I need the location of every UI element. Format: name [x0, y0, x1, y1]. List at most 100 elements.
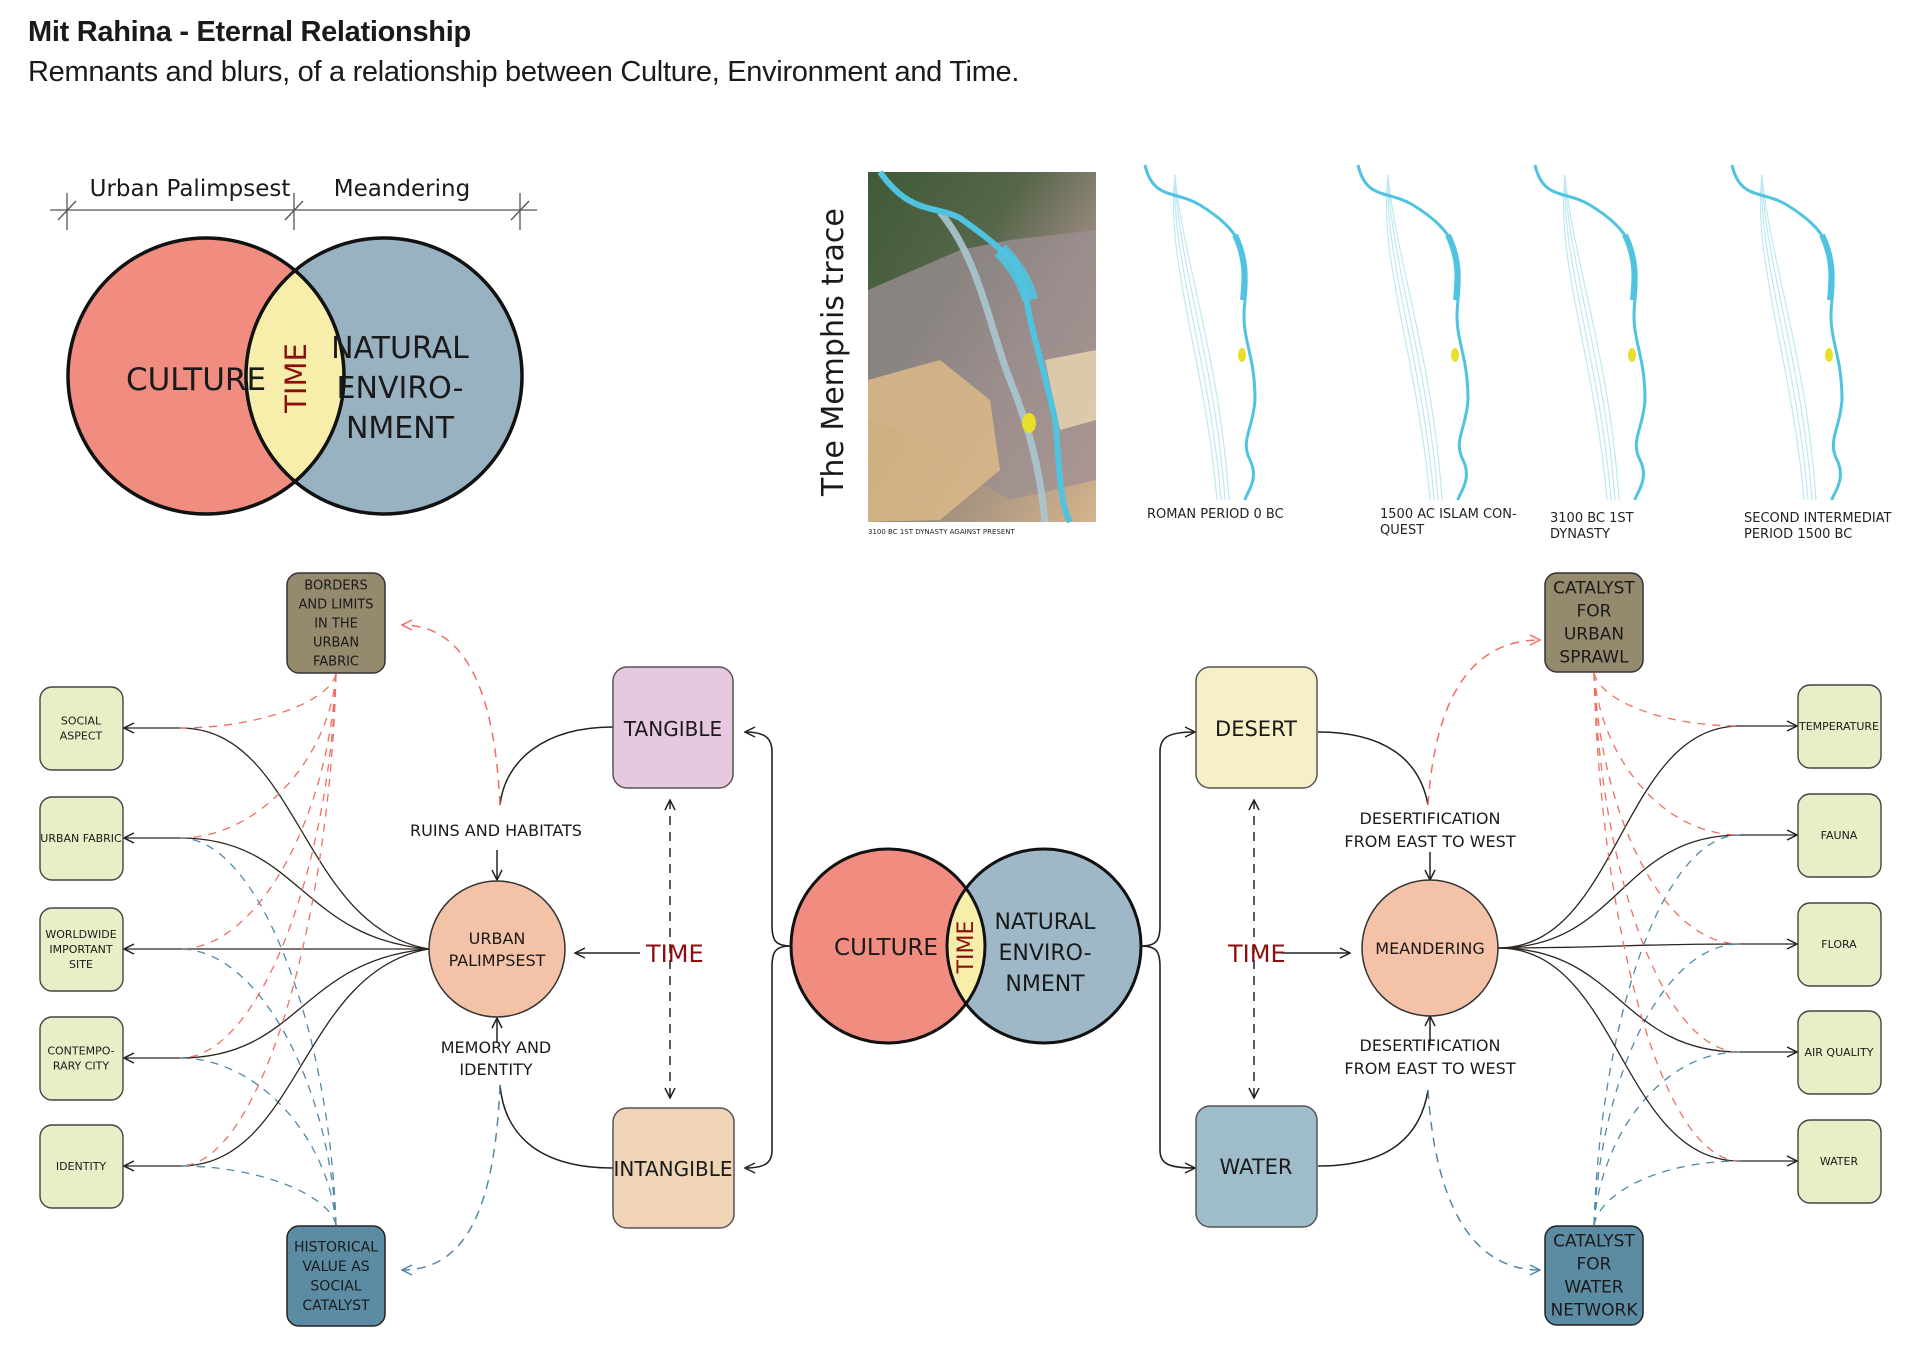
water-network-label-line-2: FOR: [1577, 1254, 1612, 1274]
center-culture-label: CULTURE: [834, 935, 938, 961]
ruins-label: RUINS AND HABITATS: [410, 821, 582, 840]
borders-label-line-1: BORDERS: [304, 579, 367, 594]
desert-node[interactable]: DESERT: [1195, 666, 1318, 789]
borders-label-line-2: AND LIMITS: [298, 598, 373, 613]
left-fan-line: [124, 728, 430, 950]
dimension-label-meandering: Meandering: [334, 176, 470, 202]
water-network-label-line-4: NETWORK: [1551, 1300, 1639, 1320]
right-output-node[interactable]: AIR QUALITY: [1797, 1010, 1882, 1095]
left-output-label-line-1: URBAN FABRIC: [40, 832, 122, 845]
river-map-caption: QUEST: [1380, 523, 1424, 538]
left-blue-dashed-line: [179, 1057, 337, 1226]
memphis-site-marker: [1825, 348, 1833, 362]
right-blue-dashed-line: [1593, 943, 1741, 1226]
center-nature-line-3: NMENT: [1005, 972, 1085, 997]
right-red-dashed-line: [1593, 672, 1741, 727]
left-output-label-line-2: ASPECT: [60, 729, 103, 742]
right-red-dashed-line: [1593, 672, 1741, 1162]
borders-label-line-4: URBAN: [313, 636, 359, 651]
urban-palimpsest-hub[interactable]: URBAN PALIMPSEST: [428, 880, 566, 1018]
borders-label-line-5: FABRIC: [313, 655, 359, 670]
left-output-node[interactable]: SOCIAL ASPECT: [39, 686, 124, 771]
desertification-top-line-2: FROM EAST TO WEST: [1344, 832, 1515, 851]
historical-label-line-4: CATALYST: [302, 1298, 370, 1314]
tangible-label: TANGIBLE: [623, 717, 722, 741]
memory-label-line-2: IDENTITY: [459, 1060, 532, 1079]
left-output-node[interactable]: IDENTITY: [39, 1124, 124, 1209]
right-output-label-line-1: WATER: [1820, 1155, 1859, 1168]
right-fan-line: [1497, 726, 1797, 949]
desertification-bottom-line-1: DESERTIFICATION: [1360, 1036, 1501, 1055]
center-venn: CULTURE TIME NATURAL ENVIRO- NMENT: [789, 847, 1143, 1045]
hub-label-line-1: URBAN: [469, 929, 526, 948]
intangible-node[interactable]: INTANGIBLE: [612, 1107, 735, 1229]
meandering-hub[interactable]: MEANDERING: [1361, 879, 1499, 1017]
tangible-node[interactable]: TANGIBLE: [612, 666, 734, 789]
river-map-caption: ROMAN PERIOD 0 BC: [1147, 507, 1284, 522]
historical-label-line-3: SOCIAL: [310, 1279, 361, 1295]
center-nature-circle: [947, 849, 1141, 1043]
right-fan-connectors: [1497, 672, 1797, 1226]
borders-label-line-3: IN THE: [314, 617, 358, 632]
right-red-dashed-line: [1593, 672, 1741, 1053]
left-output-node[interactable]: CONTEMPO- RARY CITY: [39, 1016, 124, 1101]
right-fan-line: [1497, 835, 1797, 949]
page-title: Mit Rahina - Eternal Relationship: [28, 16, 471, 48]
dimension-label-urban-palimpsest: Urban Palimpsest: [90, 176, 291, 202]
top-venn: Urban Palimpsest Meandering CULTURE TIME…: [50, 176, 537, 516]
right-blue-dashed-line: [1593, 1160, 1741, 1226]
left-fan-line: [124, 838, 430, 950]
memphis-site-marker: [1628, 348, 1636, 362]
right-output-node[interactable]: FLORA: [1797, 902, 1882, 987]
left-output-label-line-1: WORLDWIDE: [45, 928, 116, 941]
right-output-label-line-1: TEMPERATURE: [1798, 720, 1879, 733]
right-output-node[interactable]: WATER: [1797, 1119, 1882, 1204]
left-output-label-line-1: SOCIAL: [61, 714, 102, 727]
left-output-node[interactable]: URBAN FABRIC: [39, 796, 124, 881]
memphis-site-marker: [1451, 348, 1459, 362]
left-blue-dashed-line: [179, 948, 337, 1226]
desertification-bottom-line-2: FROM EAST TO WEST: [1344, 1059, 1515, 1078]
historical-label-line-1: HISTORICAL: [294, 1240, 378, 1256]
water-label: WATER: [1219, 1155, 1292, 1179]
left-fan-line: [124, 948, 430, 1166]
river-map: 1500 AC ISLAM CON-QUEST: [1356, 164, 1517, 538]
left-output-label-line-1: CONTEMPO-: [47, 1044, 114, 1057]
satellite-map: 3100 BC 1ST DYNASTY AGAINST PRESENT: [868, 170, 1096, 536]
water-node[interactable]: WATER: [1195, 1105, 1318, 1228]
left-output-label-line-2: RARY CITY: [53, 1059, 110, 1072]
nature-label-line-3: NMENT: [346, 411, 455, 446]
left-fan-line: [124, 948, 430, 1058]
right-output-node[interactable]: FAUNA: [1797, 793, 1882, 878]
memphis-site-marker: [1238, 348, 1246, 362]
time-label: TIME: [279, 343, 313, 414]
desert-label: DESERT: [1215, 717, 1297, 741]
left-blue-dashed-line: [179, 1165, 337, 1226]
right-output-node[interactable]: TEMPERATURE: [1797, 684, 1882, 769]
right-nodes: DESERT WATER MEANDERING TIME DESERTIFICA…: [1195, 572, 1882, 1326]
river-map-caption: DYNASTY: [1550, 527, 1610, 542]
hub-label-line-2: PALIMPSEST: [449, 951, 546, 970]
river-maps: ROMAN PERIOD 0 BC 1500 AC ISLAM CON-QUEST…: [1143, 164, 1892, 542]
desertification-top-line-1: DESERTIFICATION: [1360, 809, 1501, 828]
left-red-dashed-line: [179, 673, 337, 1059]
left-fan-connectors: [124, 673, 430, 1226]
time-intersection: [246, 238, 344, 514]
page-subtitle: Remnants and blurs, of a relationship be…: [28, 56, 1020, 88]
left-connectors: [402, 625, 670, 1270]
right-fan-line: [1497, 947, 1797, 1052]
dimension-line: Urban Palimpsest Meandering: [50, 176, 537, 230]
right-output-label-line-1: AIR QUALITY: [1805, 1046, 1874, 1059]
nature-label-line-2: ENVIRO-: [337, 371, 464, 406]
borders-limits-node[interactable]: BORDERS AND LIMITS IN THE URBAN FABRIC: [286, 572, 386, 674]
left-red-dashed-line: [179, 673, 337, 1167]
right-red-dashed-line: [1593, 672, 1741, 836]
right-fan-line: [1497, 944, 1797, 948]
river-map-caption: SECOND INTERMEDIAT: [1744, 511, 1892, 526]
satellite-caption: 3100 BC 1ST DYNASTY AGAINST PRESENT: [868, 528, 1015, 536]
